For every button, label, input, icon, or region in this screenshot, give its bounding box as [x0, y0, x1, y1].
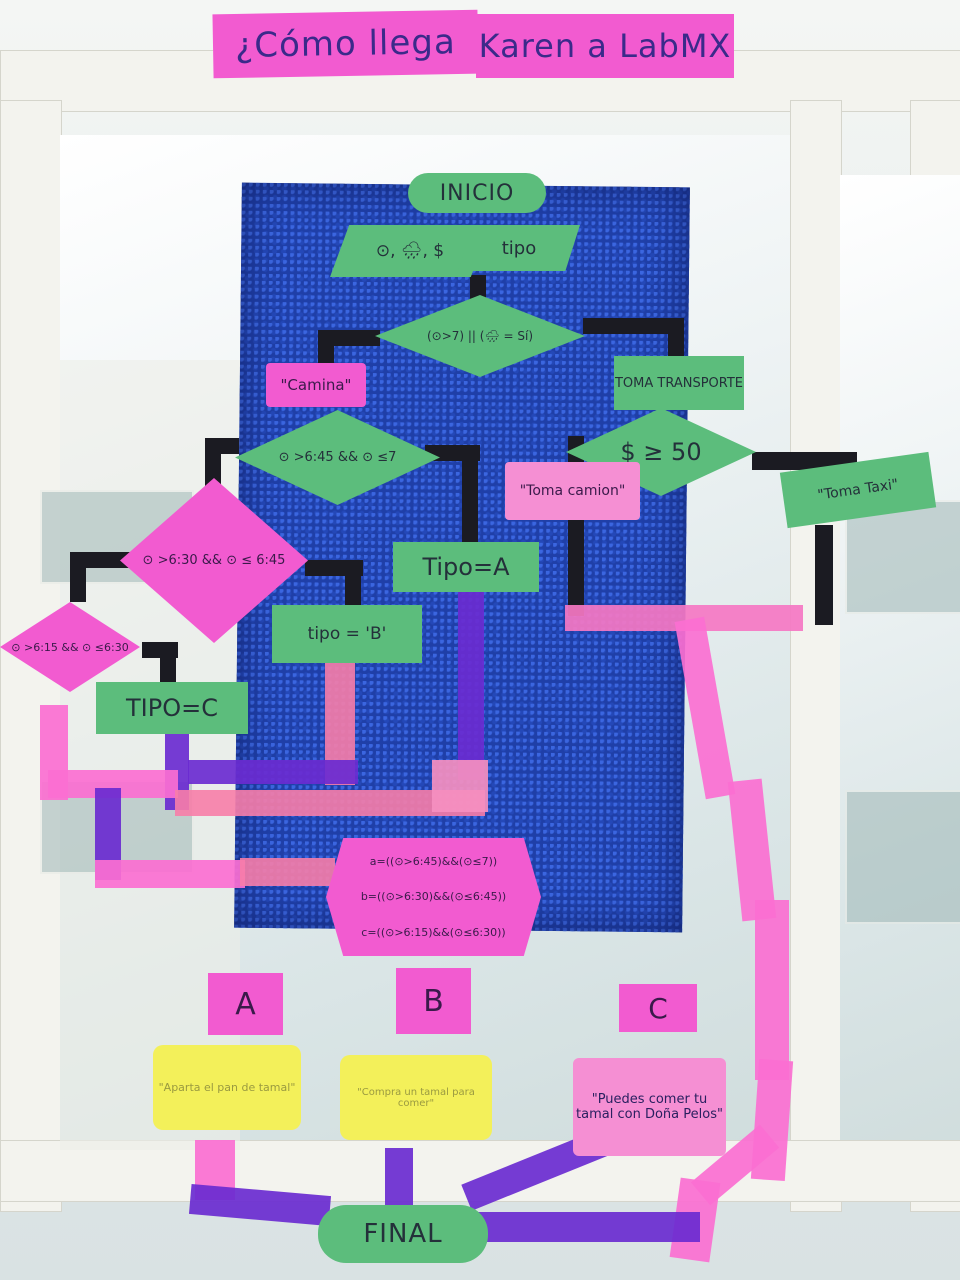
result-b: "Compra un tamal para comer" — [340, 1055, 492, 1140]
result-c: "Puedes comer tu tamal con Doña Pelos" — [573, 1058, 726, 1156]
connector-tape — [70, 552, 86, 602]
banner-right: Karen a LabMX — [476, 14, 734, 78]
take-bus-node: "Toma camion" — [505, 462, 640, 520]
connector-tape — [205, 438, 221, 488]
walk-node: "Camina" — [266, 363, 366, 407]
banner-left: ¿Cómo llega — [212, 9, 479, 79]
case-c: C — [619, 984, 697, 1032]
window-glass-right — [840, 175, 960, 1185]
connector-tape — [240, 858, 335, 886]
type-b-node: tipo = 'B' — [272, 605, 422, 663]
start-node: INICIO — [408, 173, 546, 213]
input-node-right: tipo — [458, 225, 580, 271]
condition-c: c=((⊙>6:15)&&(⊙≤6:30)) — [361, 925, 506, 939]
case-a: A — [208, 973, 283, 1035]
connector-tape — [95, 860, 245, 888]
connector-tape — [668, 318, 684, 358]
result-a: "Aparta el pan de tamal" — [153, 1045, 301, 1130]
conditions-node: a=((⊙>6:45)&&(⊙≤7)) b=((⊙>6:30)&&(⊙≤6:45… — [326, 838, 541, 956]
connector-tape — [583, 318, 683, 334]
connector-tape — [462, 445, 478, 545]
connector-tape — [755, 900, 789, 1080]
connector-tape — [160, 642, 176, 684]
window-center-mullion — [790, 100, 842, 1212]
outside-window — [845, 790, 960, 924]
case-b: B — [396, 968, 471, 1034]
take-transport-node: TOMA TRANSPORTE — [614, 356, 744, 410]
connector-tape — [458, 580, 484, 780]
type-a-node: Tipo=A — [393, 542, 539, 592]
connector-tape — [188, 760, 358, 784]
connector-tape — [318, 330, 334, 370]
condition-b: b=((⊙>6:30)&&(⊙≤6:45)) — [360, 890, 507, 904]
connector-tape — [432, 760, 488, 812]
condition-a: a=((⊙>6:45)&&(⊙≤7)) — [369, 855, 498, 869]
outside-window — [845, 500, 960, 614]
end-node: FINAL — [318, 1205, 488, 1263]
connector-tape — [385, 1148, 413, 1208]
connector-tape — [815, 525, 833, 625]
connector-tape — [345, 560, 361, 608]
connector-tape — [470, 1212, 700, 1242]
type-c-node: TIPO=C — [96, 682, 248, 734]
